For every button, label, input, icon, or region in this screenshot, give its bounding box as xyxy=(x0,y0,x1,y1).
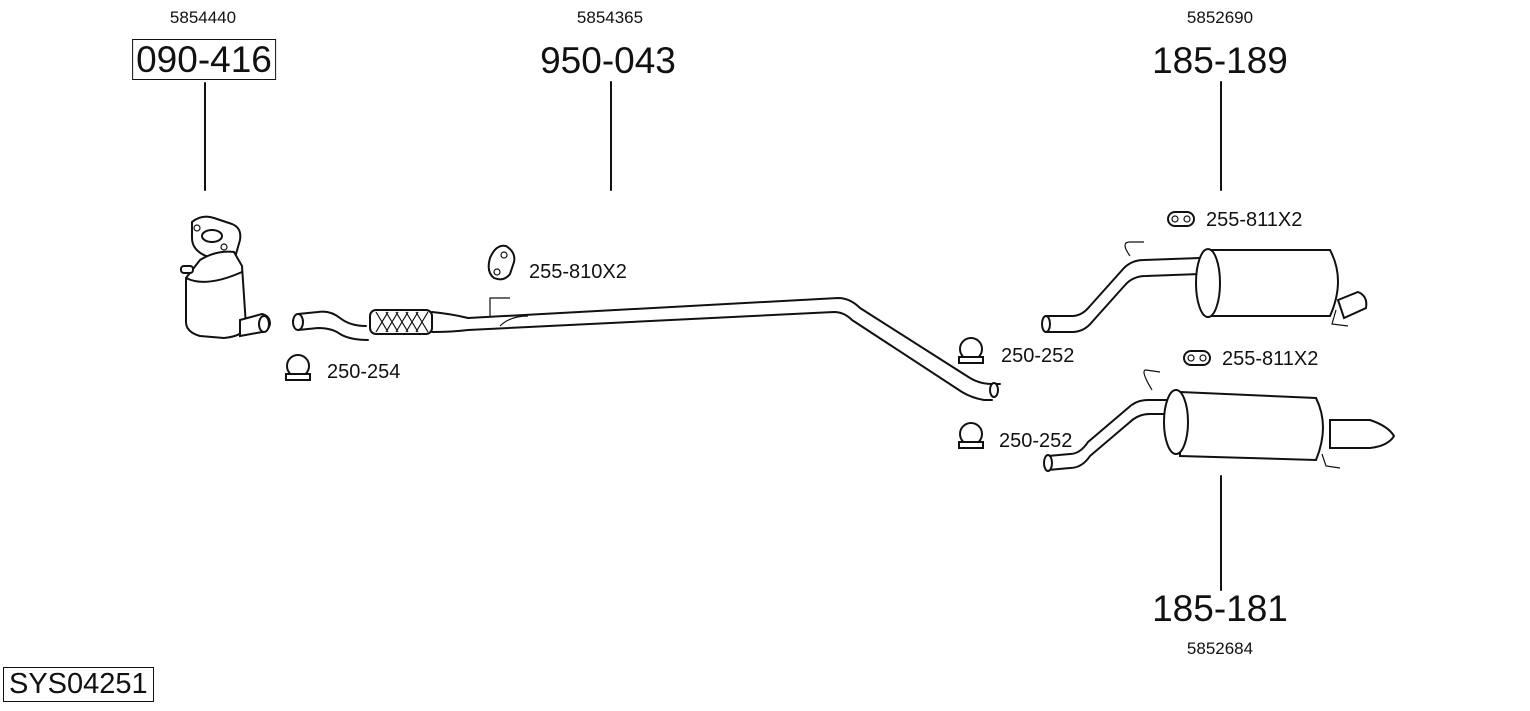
part-number-middle-pipe[interactable]: 950-043 xyxy=(540,40,676,81)
catalytic-converter-drawing[interactable] xyxy=(180,215,272,340)
accessory-label[interactable]: 250-252 xyxy=(999,430,1073,452)
pipe-clamp-icon xyxy=(958,337,984,364)
oe-number-middle-pipe: 5854365 xyxy=(576,8,644,27)
part-number-rear-silencer-1[interactable]: 185-189 xyxy=(1152,40,1288,81)
rubber-mount-icon xyxy=(1183,350,1211,366)
middle-pipe-drawing[interactable] xyxy=(292,297,1001,401)
oe-number-catalyst: 5854440 xyxy=(169,8,237,27)
accessory-label[interactable]: 250-254 xyxy=(327,361,401,383)
oe-number-rear-silencer-1: 5852690 xyxy=(1186,8,1254,27)
rear-silencer-1-drawing[interactable] xyxy=(1041,241,1368,333)
rubber-hanger-icon xyxy=(487,244,516,281)
pipe-clamp-icon xyxy=(958,422,984,449)
accessory-label[interactable]: 255-811X2 xyxy=(1206,209,1303,231)
part-number-catalyst[interactable]: 090-416 xyxy=(132,39,276,80)
accessory-label[interactable]: 250-252 xyxy=(1001,345,1075,367)
rear-silencer-2-drawing[interactable] xyxy=(1043,369,1396,472)
rubber-mount-icon xyxy=(1167,211,1195,227)
oe-number-rear-silencer-2: 5852684 xyxy=(1186,639,1254,658)
accessory-label[interactable]: 255-811X2 xyxy=(1222,348,1319,370)
part-number-rear-silencer-2[interactable]: 185-181 xyxy=(1152,588,1288,629)
system-id: SYS04251 xyxy=(3,667,154,702)
accessory-label[interactable]: 255-810X2 xyxy=(529,261,627,283)
pipe-clamp-icon xyxy=(285,354,311,381)
